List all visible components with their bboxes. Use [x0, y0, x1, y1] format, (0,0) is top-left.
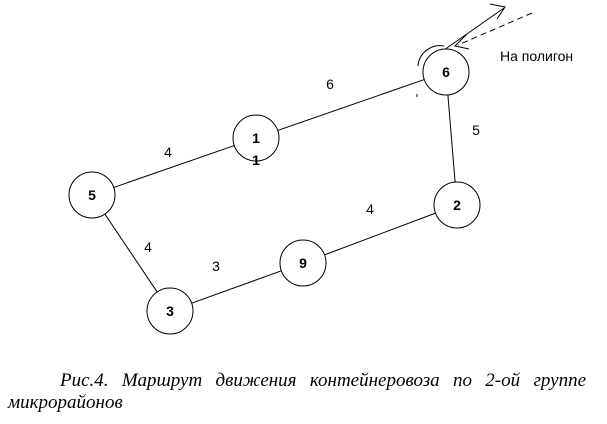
- figure-caption: Рис.4. Маршрут движения контейнеровоза п…: [8, 370, 586, 413]
- route-diagram: 6 4 4 3 4 5 6 1 5 3 9 2 1 На полигон: [68, 3, 573, 335]
- edge-weight-n3-n9: 3: [212, 258, 220, 274]
- node-circle: [433, 181, 481, 229]
- return-arrow-line: [457, 12, 533, 46]
- node-6: 6: [422, 48, 470, 96]
- edge-weight-n2-n6: 5: [472, 122, 480, 138]
- node-9: 9: [279, 239, 327, 287]
- node-label: 2: [453, 197, 461, 213]
- edge-n1-n5: [113, 145, 235, 188]
- node-1-secondary-label: 1: [252, 152, 260, 168]
- node-3: 3: [146, 287, 194, 335]
- edge-n5-n3: [104, 213, 158, 293]
- node-circle: [68, 171, 116, 219]
- return-arrowhead: [453, 34, 470, 50]
- destination-label: На полигон: [500, 48, 573, 64]
- node-label: 6: [442, 64, 450, 80]
- node-5: 5: [68, 171, 116, 219]
- edge-weight-n1-n5: 4: [164, 144, 172, 160]
- node-circle: [146, 287, 194, 335]
- edge-n3-n9: [191, 270, 282, 304]
- nodes-layer: 6 1 5 3 9 2: [68, 48, 481, 335]
- turn-loop: [417, 45, 445, 67]
- node-circle: [232, 114, 280, 162]
- node-label: 3: [166, 303, 174, 319]
- edge-n9-n2: [324, 212, 436, 256]
- node-label: 1: [252, 130, 260, 146]
- edge-weight-n5-n3: 4: [144, 239, 152, 255]
- node-label: 5: [88, 187, 96, 203]
- edge-n2-n6: [447, 94, 456, 183]
- node-circle: [279, 239, 327, 287]
- edge-weight-n6-n1: 6: [326, 76, 334, 92]
- node-2: 2: [433, 181, 481, 229]
- node-circle: [422, 48, 470, 96]
- outbound-arrowhead: [489, 3, 506, 20]
- edge-n6-n1: [277, 79, 425, 131]
- node-label: 9: [299, 255, 307, 271]
- node-1: 1: [232, 114, 280, 162]
- edge-weight-n9-n2: 4: [366, 201, 374, 217]
- outbound-arrow-line: [443, 7, 505, 51]
- landfill-arrows: [416, 3, 533, 97]
- edges-layer: 6 4 4 3 4 5: [104, 76, 480, 304]
